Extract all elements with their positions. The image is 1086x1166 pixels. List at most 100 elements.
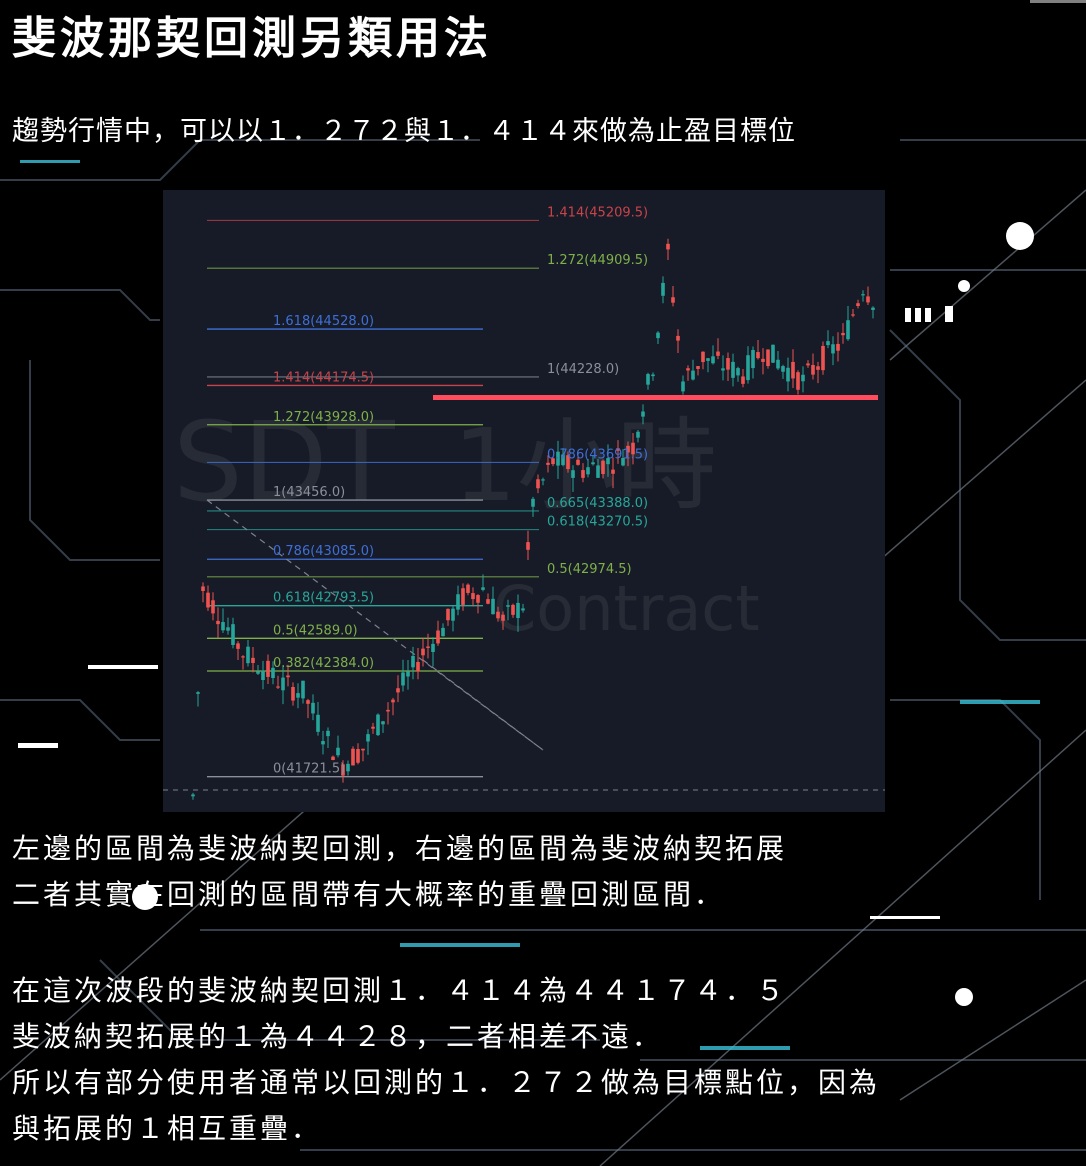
candle-body xyxy=(686,368,690,371)
candle-body xyxy=(541,479,545,481)
candle-body xyxy=(551,458,555,465)
extension-level-label: 0.618(43270.5) xyxy=(547,515,648,530)
candle-body xyxy=(291,687,295,701)
candle-body xyxy=(316,714,320,732)
candle-body xyxy=(396,688,400,693)
candle-body xyxy=(771,344,775,363)
candle-body xyxy=(691,370,695,380)
candle-body xyxy=(281,677,285,691)
candle-body xyxy=(206,592,210,608)
paragraph-line: 二者其實在回測的區間帶有大概率的重疊回測區間． xyxy=(12,878,726,911)
retracement-level-label: 0.5(42589.0) xyxy=(273,623,358,638)
candle-body xyxy=(221,622,225,631)
candle-body xyxy=(801,374,805,382)
candle-body xyxy=(746,355,750,381)
candle-body xyxy=(451,608,455,621)
candle-body xyxy=(546,462,550,465)
candle-body xyxy=(851,314,855,316)
candle-body xyxy=(481,587,485,590)
candle-body xyxy=(426,646,430,648)
candle-body xyxy=(796,372,800,390)
retracement-level-label: 0.618(42793.5) xyxy=(273,591,374,606)
extension-level-label: 1.414(45209.5) xyxy=(547,205,648,220)
candle-body xyxy=(466,584,470,593)
candle-body xyxy=(386,709,390,712)
paragraph-line: 在這次波段的斐波納契回測１．４１４為４４１７４．５ xyxy=(12,974,788,1007)
paragraph-line: 與拓展的１相互重疊． xyxy=(12,1112,323,1145)
candle-body xyxy=(761,358,765,362)
candle-body xyxy=(781,366,785,372)
candle-body xyxy=(226,627,230,631)
candle-body xyxy=(616,448,620,451)
candle-body xyxy=(671,297,675,303)
candle-body xyxy=(476,595,480,603)
retracement-level-label: 1.272(43928.0) xyxy=(273,410,374,425)
candle-body xyxy=(266,660,270,677)
candle-body xyxy=(816,366,820,370)
candle-body xyxy=(751,349,755,369)
candle-body xyxy=(201,586,205,591)
candle-body xyxy=(506,605,510,607)
candle-body xyxy=(566,455,570,470)
subtitle: 趨勢行情中，可以以１．２７２與１．４１４來做為止盈目標位 xyxy=(12,116,796,147)
fibonacci-chart: SDT 1小時 Contract 1.618(44528.0)1.414(441… xyxy=(163,190,885,812)
candle-body xyxy=(231,624,235,645)
candle-body xyxy=(711,356,715,364)
candle-body xyxy=(376,714,380,736)
retracement-level-label: 1.414(44174.5) xyxy=(273,370,374,385)
extension-level-label: 0.786(43691.5) xyxy=(547,447,648,462)
candle-body xyxy=(421,648,425,656)
candle-body xyxy=(406,671,410,677)
candle-body xyxy=(361,748,365,751)
candle-body xyxy=(306,700,310,704)
candle-body xyxy=(741,376,745,384)
candle-body xyxy=(371,726,375,729)
explanation-paragraph-2: 在這次波段的斐波納契回測１．４１４為４４１７４．５ 斐波納契拓展的１為４４２８，… xyxy=(12,968,880,1152)
candle-body xyxy=(646,374,650,385)
candle-body xyxy=(491,598,495,615)
candle-body xyxy=(301,680,305,699)
candle-body xyxy=(331,756,335,761)
candle-body xyxy=(256,671,260,674)
retracement-level-label: 1.618(44528.0) xyxy=(273,314,374,329)
candle-body xyxy=(716,351,720,356)
candle-body xyxy=(531,498,535,507)
candle-body xyxy=(311,702,315,714)
candle-body xyxy=(856,303,860,307)
paragraph-line: 斐波納契拓展的１為４４２８，二者相差不遠． xyxy=(12,1020,664,1053)
explanation-paragraph-1: 左邊的區間為斐波納契回測，右邊的區間為斐波納契拓展 二者其實在回測的區間帶有大概… xyxy=(12,826,787,918)
candle-body xyxy=(866,296,870,303)
candle-body xyxy=(756,352,760,359)
candle-body xyxy=(461,588,465,605)
candle-body xyxy=(356,749,360,763)
candle-body xyxy=(486,599,490,604)
candle-body xyxy=(581,470,585,478)
candle-body xyxy=(846,320,850,340)
candle-body xyxy=(456,594,460,610)
candle-body xyxy=(401,672,405,686)
candle-body xyxy=(346,763,350,772)
watermark-interval: 1小時 xyxy=(453,407,717,524)
candle-body xyxy=(576,459,580,465)
candle-body xyxy=(321,741,325,745)
candle-body xyxy=(261,670,265,681)
candle-body xyxy=(441,627,445,637)
candle-body xyxy=(416,662,420,672)
candle-body xyxy=(381,721,385,725)
candle-body xyxy=(786,367,790,382)
candle-body xyxy=(586,467,590,475)
extension-level-label: 0.665(43388.0) xyxy=(547,496,648,511)
candle-body xyxy=(556,451,560,466)
trend-guide-line xyxy=(206,499,544,751)
candle-body xyxy=(841,332,845,336)
paragraph-line: 左邊的區間為斐波納契回測，右邊的區間為斐波納契拓展 xyxy=(12,832,788,865)
candle-body xyxy=(606,458,610,465)
candle-body xyxy=(351,748,355,766)
candle-body xyxy=(601,460,605,475)
candle-body xyxy=(431,643,435,652)
candle-body xyxy=(656,332,660,339)
candle-body xyxy=(516,602,520,618)
candle-body xyxy=(296,693,300,698)
candle-body xyxy=(521,608,525,611)
candle-body xyxy=(791,361,795,379)
